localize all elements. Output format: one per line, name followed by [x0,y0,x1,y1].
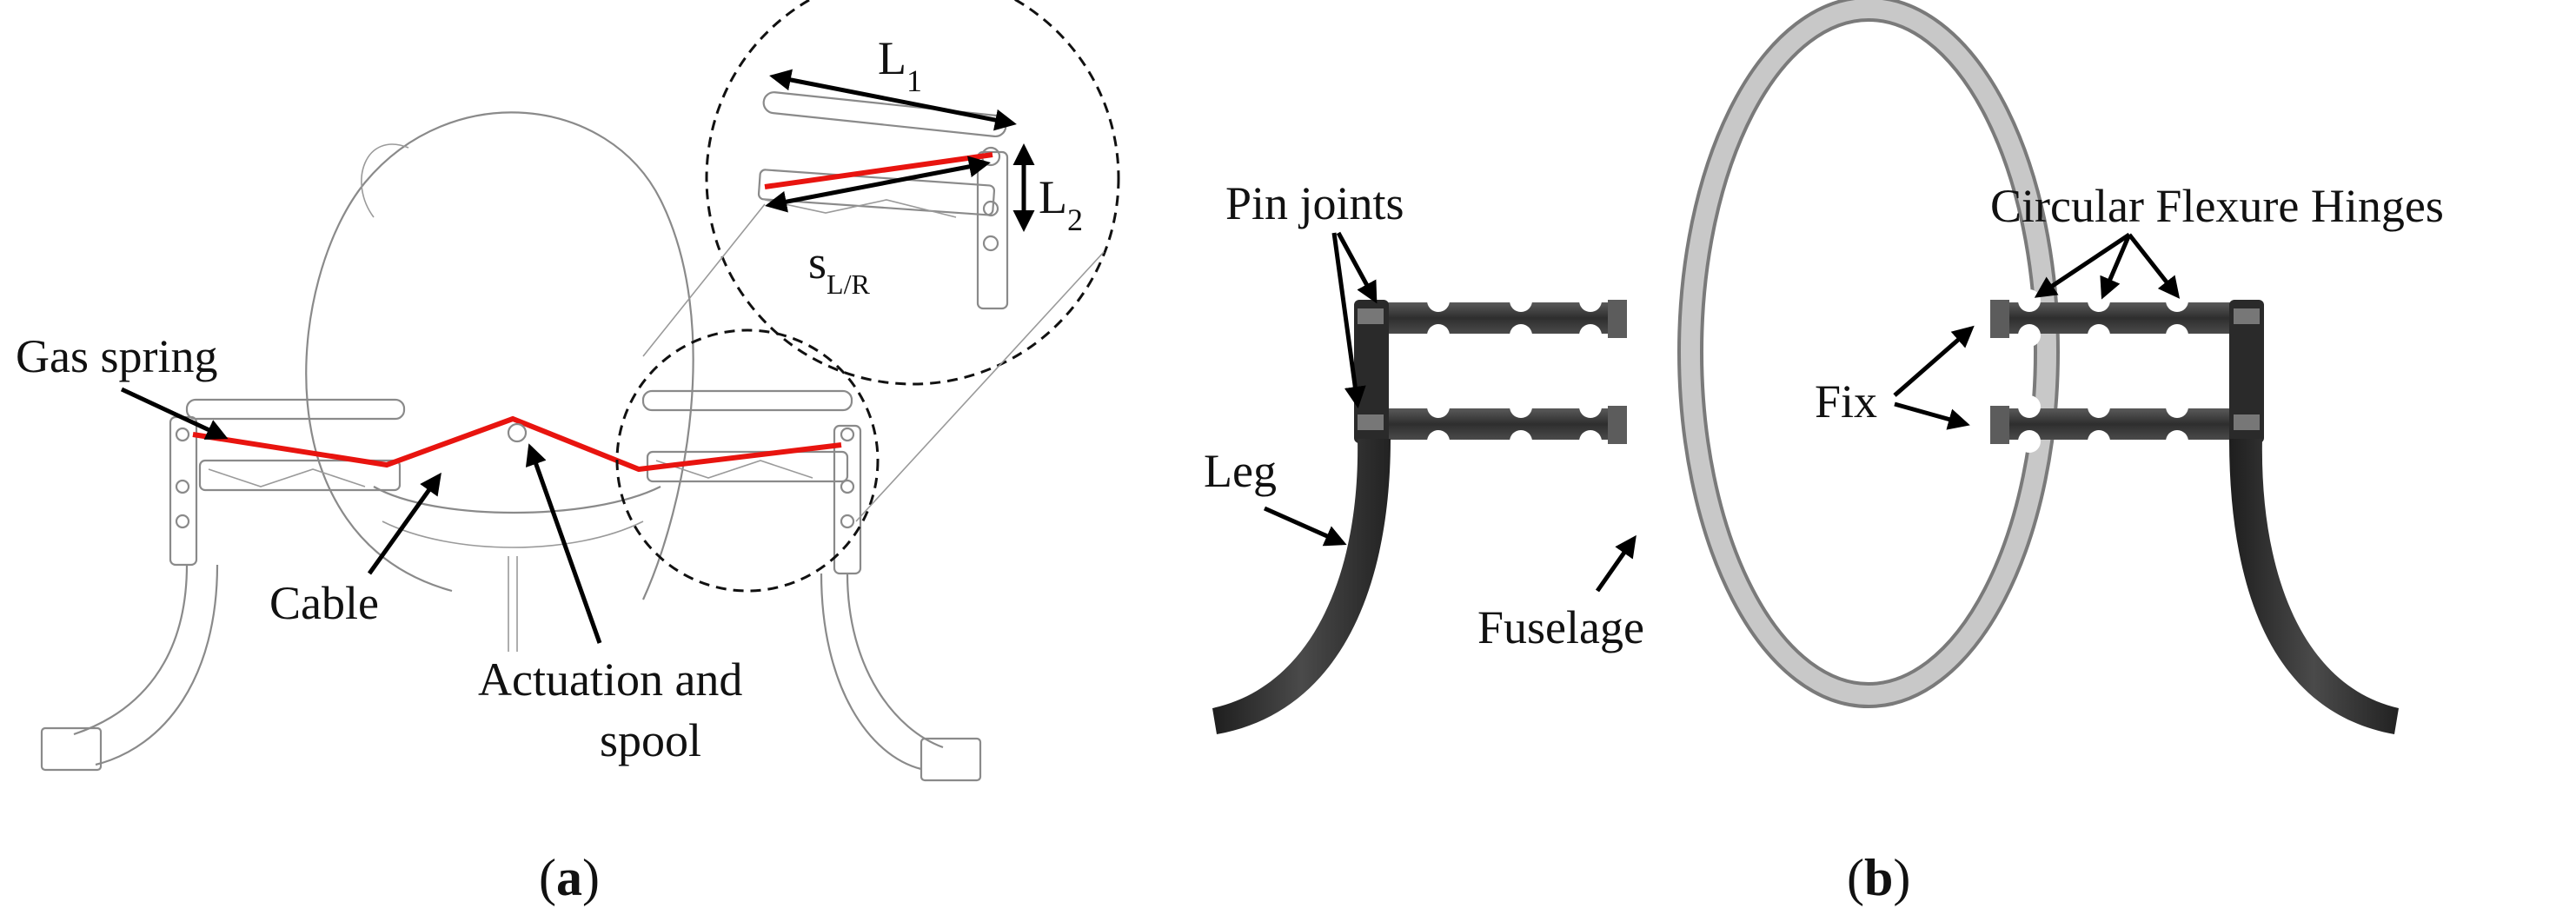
right-beams [1990,289,2264,453]
label-pin-joints: Pin joints [1225,177,1404,229]
fuselage-arrow [1595,534,1637,593]
panel-a: L1 L2 sL/R Gas spring Cable Actuation an… [16,0,1120,906]
label-actuation-line2: spool [600,714,701,766]
right-leg-assembly [641,389,982,782]
pin-joints-arrow-2 [1331,232,1366,408]
label-gas-spring: Gas spring [16,330,217,382]
left-leg [1212,439,1391,734]
pin-joints-arrow-1 [1336,231,1378,304]
label-circular-flexure-hinges: Circular Flexure Hinges [1990,180,2444,232]
panel-a-label: (a) [539,849,600,906]
spool [507,422,528,443]
leg-arrow [1263,506,1347,547]
zoom-circle-small [615,328,880,593]
cable-path [192,415,842,473]
left-beams [1354,289,1627,453]
label-leg: Leg [1204,445,1277,497]
label-fuselage: Fuselage [1477,601,1644,653]
hinges-arrow-2 [2100,234,2132,300]
cable-arrow [367,472,442,575]
drone-body-outline [305,111,694,652]
s-arrow [765,156,991,213]
label-l1: L1 [878,32,922,98]
actuation-arrow [525,443,602,644]
left-leg-assembly [40,398,406,772]
label-fix: Fix [1815,375,1877,428]
label-cable: Cable [269,577,379,629]
fix-arrow-2 [1894,401,1970,430]
panel-b: Pin joints Circular Flexure Hinges Fix L… [1204,0,2444,906]
hinges-arrow-3 [2128,233,2181,299]
panel-b-label: (b) [1847,849,1910,906]
label-actuation-line1: Actuation and [478,653,742,706]
label-l2: L2 [1039,171,1083,237]
label-s: sL/R [808,236,870,300]
hinges-arrow-1 [2034,232,2131,298]
right-leg [2229,439,2399,734]
fix-arrow-1 [1893,325,1975,397]
gas-spring-arrow [120,387,229,440]
zoom-circle-large [705,0,1120,386]
l1-arrow [769,69,1017,131]
